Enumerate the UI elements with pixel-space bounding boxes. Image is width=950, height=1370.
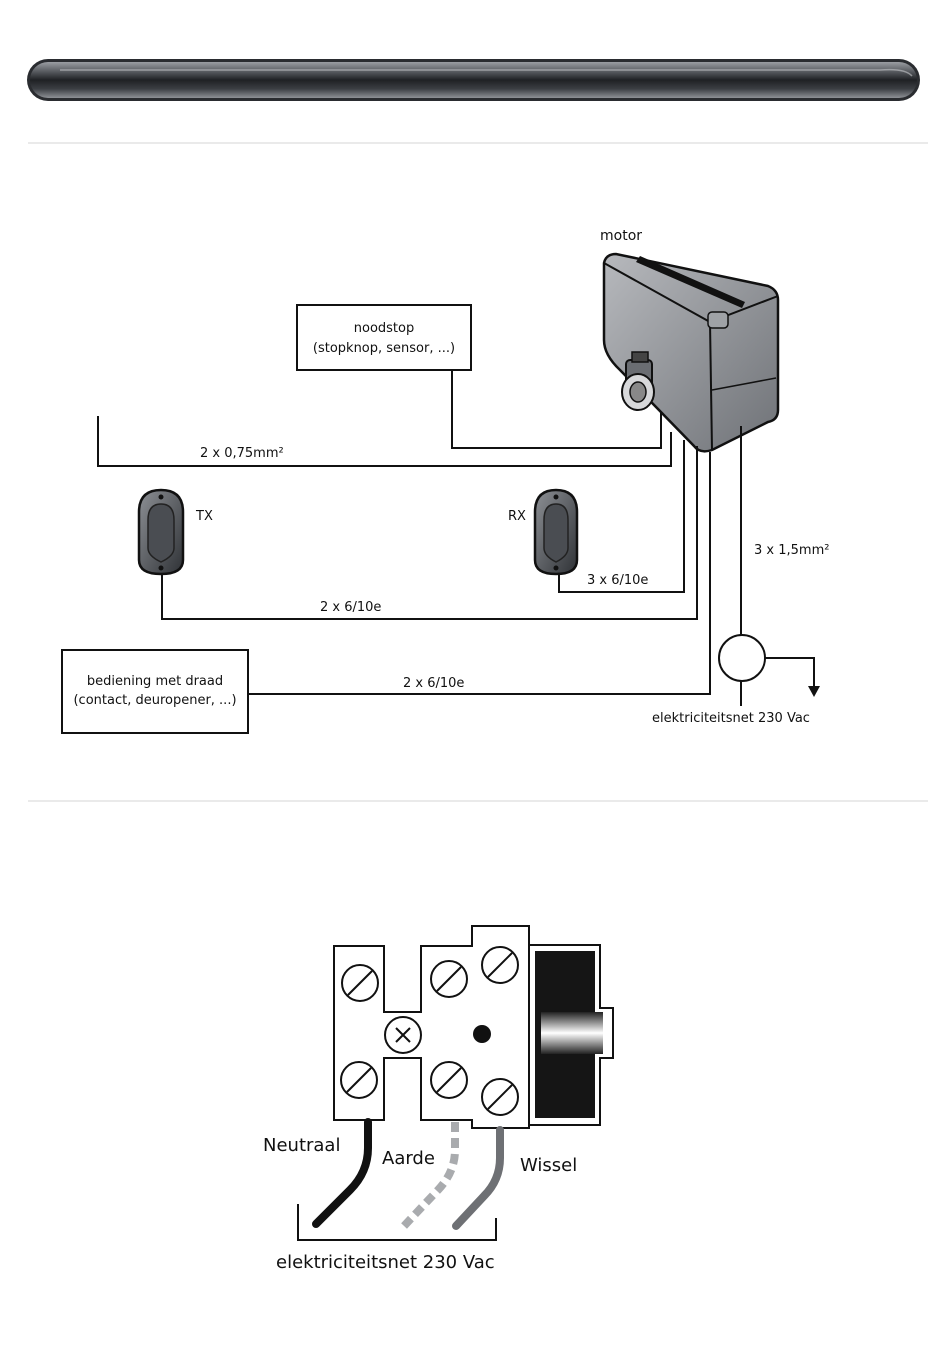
- noodstop-box: [297, 305, 471, 370]
- cable-15-label: 3 x 1,5mm²: [754, 543, 829, 558]
- noodstop-label: noodstop: [354, 321, 414, 336]
- bediening-sublabel: (contact, deuropener, ...): [73, 693, 236, 708]
- earth-wire: [765, 658, 814, 690]
- rx-label: RX: [508, 509, 526, 524]
- screw-icon: [342, 965, 378, 1001]
- mains-label-1: elektriciteitsnet 230 Vac: [652, 711, 810, 726]
- tx-label: TX: [195, 509, 213, 524]
- tx-wire: [162, 446, 697, 619]
- header-bar: [27, 59, 920, 101]
- mains-label-2: elektriciteitsnet 230 Vac: [276, 1252, 495, 1273]
- cable-bediening-label: 2 x 6/10e: [403, 676, 464, 691]
- terminal-dot: [473, 1025, 491, 1043]
- live-wire: [456, 1130, 500, 1226]
- mains-connection-icon: [719, 635, 765, 681]
- motor-label: motor: [600, 228, 642, 244]
- noodstop-sublabel: (stopknop, sensor, ...): [313, 341, 455, 356]
- screw-icon: [482, 947, 518, 983]
- earth-arrow-icon: [808, 686, 820, 697]
- earth-wire-2: [404, 1122, 455, 1226]
- screw-icon: [482, 1079, 518, 1115]
- screw-icon: [431, 961, 467, 997]
- terminal-block-diagram: Neutraal Aarde Wissel elektriciteitsnet …: [263, 926, 613, 1273]
- neutraal-label: Neutraal: [263, 1135, 340, 1156]
- bediening-label: bediening met draad: [87, 674, 223, 689]
- wissel-label: Wissel: [520, 1155, 577, 1176]
- cable-rx-label: 3 x 6/10e: [587, 573, 648, 588]
- cable-tx-label: 2 x 6/10e: [320, 600, 381, 615]
- screw-icon: [341, 1062, 377, 1098]
- cable-075-label: 2 x 0,75mm²: [200, 446, 284, 461]
- motor-icon: [604, 254, 778, 451]
- aarde-label: Aarde: [382, 1148, 435, 1169]
- fuse-holder-icon: [529, 945, 613, 1125]
- cross-screw-icon: [385, 1017, 421, 1053]
- bediening-box: [62, 650, 248, 733]
- wire-075: [98, 416, 671, 466]
- wiring-diagram-motor: motor noodstop (stopknop, sensor, ...): [62, 228, 829, 733]
- tx-sensor-icon: [139, 490, 183, 574]
- screw-icon: [431, 1062, 467, 1098]
- rx-sensor-icon: [535, 490, 577, 574]
